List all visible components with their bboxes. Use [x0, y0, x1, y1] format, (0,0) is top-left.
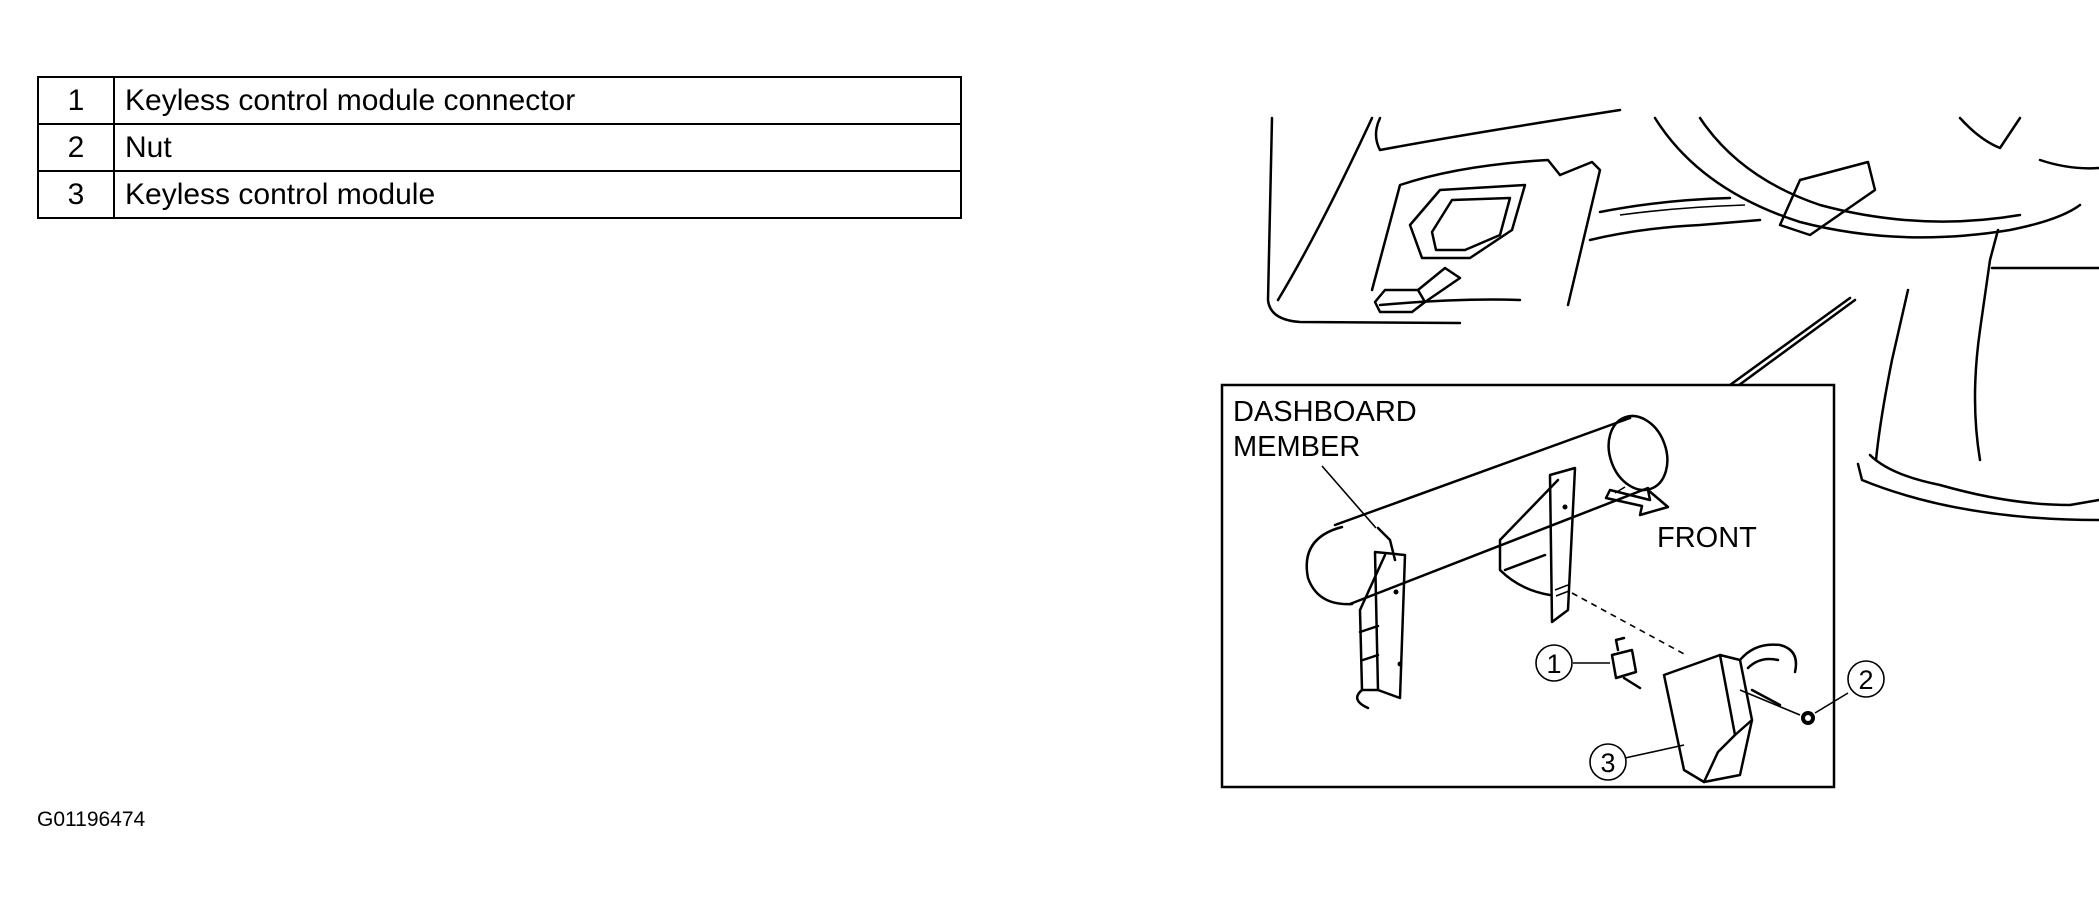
- front-arrow-icon: [1604, 488, 1670, 517]
- table-row: 3 Keyless control module: [37, 170, 962, 219]
- callout-circle-3: [1589, 743, 1627, 781]
- parts-legend-table: 1 Keyless control module connector 2 Nut…: [37, 76, 962, 219]
- label-member: MEMBER: [1233, 431, 1360, 463]
- figure-id: G01196474: [37, 808, 146, 831]
- callout-circle-1: [1535, 644, 1573, 682]
- label-dashboard: DASHBOARD: [1233, 396, 1417, 428]
- dashboard-overview: [1266, 108, 2099, 522]
- nut-part: [1801, 711, 1815, 725]
- legend-description: Keyless control module: [113, 170, 962, 219]
- legend-number: 3: [37, 170, 115, 219]
- legend-number: 2: [37, 123, 115, 172]
- label-front: FRONT: [1657, 522, 1757, 554]
- legend-description: Keyless control module connector: [113, 76, 962, 125]
- callout-1: 1: [1546, 649, 1561, 679]
- callout-3: 3: [1600, 748, 1615, 778]
- left-bracket: [1355, 526, 1407, 710]
- callout-circle-2: [1847, 660, 1885, 698]
- table-row: 1 Keyless control module connector: [37, 76, 962, 125]
- table-row: 2 Nut: [37, 123, 962, 172]
- module-part: [1662, 643, 1798, 784]
- inset-detail: 1 2 3 DASHBOARD MEMBER FRONT: [1220, 383, 1885, 789]
- legend-number: 1: [37, 76, 115, 125]
- right-bracket: [1498, 466, 1577, 624]
- legend-description: Nut: [113, 123, 962, 172]
- connector-part: [1610, 636, 1642, 690]
- callout-2: 2: [1858, 665, 1873, 695]
